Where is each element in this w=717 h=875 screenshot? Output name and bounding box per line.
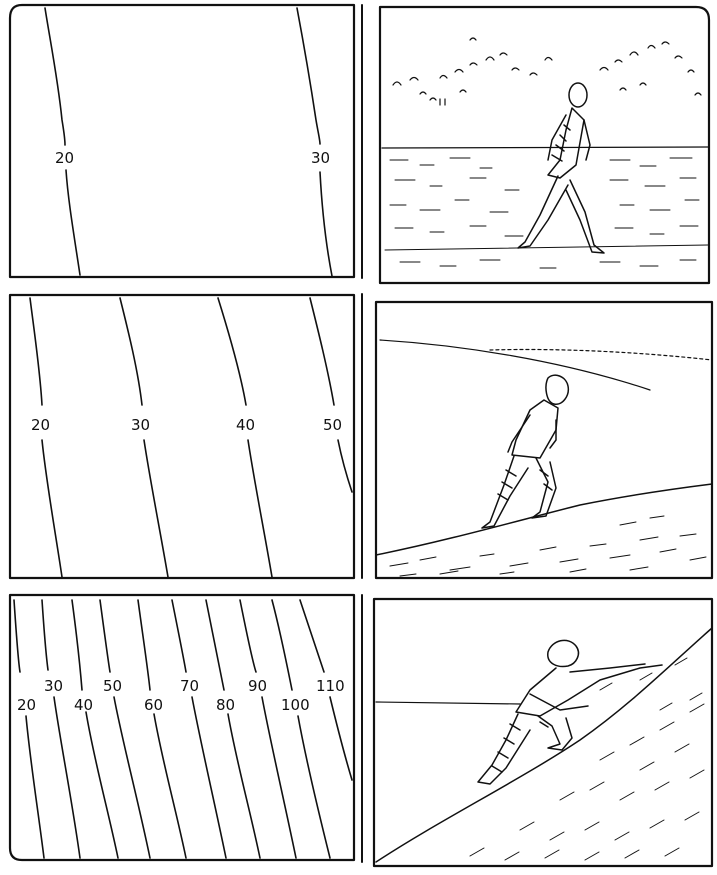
contour-label: 30 [311,149,330,167]
horizon-line [382,147,708,148]
sketch-frame-3 [374,599,712,866]
panel-gentle: 20 30 [10,5,709,283]
contour-line [172,600,226,858]
contour-label: 20 [17,696,36,714]
map-frame-1 [10,5,354,277]
contour-line [100,600,150,858]
ground-hatching [385,158,708,268]
contour-line [30,298,62,577]
panel-steep: 20 30 40 50 60 70 80 90 100 110 [10,595,712,866]
sketch-frame-1 [380,7,709,283]
contour-line [45,8,80,275]
horizon-line [376,702,520,704]
contour-label: 90 [248,677,267,695]
contour-label: 100 [281,696,310,714]
contour-label: 110 [316,677,345,695]
horizon-line [380,340,650,390]
contour-label: 50 [103,677,122,695]
walking-figure [518,83,604,253]
clouds-sketch [393,38,701,105]
contour-label: 40 [74,696,93,714]
contour-line [72,600,118,858]
map-frame-3 [10,595,354,860]
contour-line [297,8,332,276]
contour-label: 20 [31,416,50,434]
contour-line [240,600,296,858]
contour-line [310,298,352,492]
contour-label: 80 [216,696,235,714]
scrambling-figure [478,640,662,784]
contour-label: 20 [55,149,74,167]
contour-line [120,298,168,577]
climbing-figure [482,375,568,528]
contour-label: 30 [44,677,63,695]
ground-hatching [390,516,706,576]
contour-line [42,600,80,858]
contour-label: 40 [236,416,255,434]
map-frame-2 [10,295,354,578]
contour-label: 60 [144,696,163,714]
contour-line [218,298,272,577]
contour-line [138,600,186,858]
contour-label: 70 [180,677,199,695]
contour-label: 30 [131,416,150,434]
contour-line [206,600,260,858]
hill-outline [376,628,712,862]
contour-label: 50 [323,416,342,434]
contour-line [272,600,330,858]
panel-moderate: 20 30 40 50 [10,294,712,578]
contour-line [14,600,44,858]
horizon-line [490,349,712,360]
